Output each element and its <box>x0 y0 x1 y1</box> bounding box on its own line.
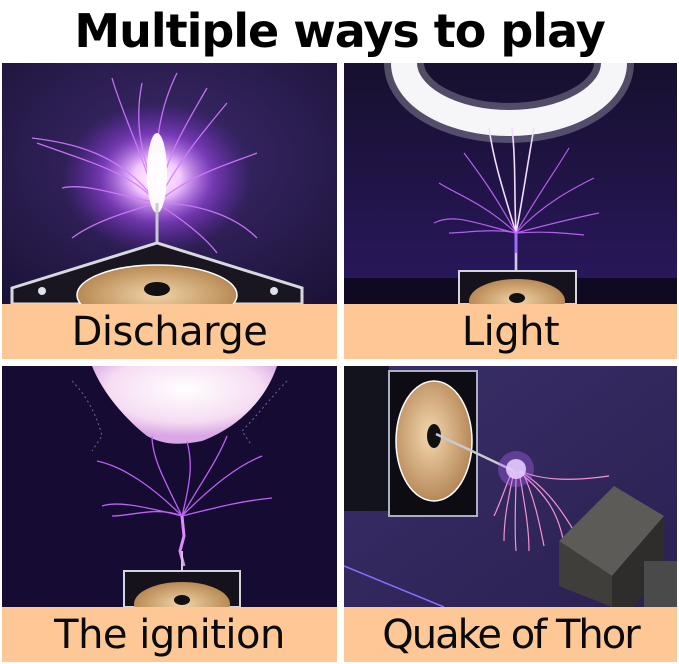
label-discharge: Discharge <box>71 308 268 355</box>
panel-thor: Quake of Thor <box>344 366 677 662</box>
panel-ignition: The ignition <box>2 366 337 662</box>
tesla-coil-light-illustration <box>344 63 677 304</box>
page-title: Multiple ways to play <box>74 4 605 58</box>
tesla-coil-thor-hammer-illustration <box>344 366 677 607</box>
panel-discharge: Discharge <box>2 63 337 359</box>
label-band-ignition: The ignition <box>2 607 337 662</box>
label-band-discharge: Discharge <box>2 304 337 359</box>
ignition-photo <box>2 366 337 607</box>
light-photo <box>344 63 677 304</box>
tesla-coil-discharge-illustration <box>2 63 337 304</box>
tesla-coil-ignition-illustration <box>2 366 337 607</box>
label-light: Light <box>461 308 560 355</box>
label-band-thor: Quake of Thor <box>344 607 677 662</box>
thor-photo <box>344 366 677 607</box>
panel-light: Light <box>344 63 677 359</box>
label-ignition: The ignition <box>54 611 285 658</box>
discharge-photo <box>2 63 337 304</box>
label-band-light: Light <box>344 304 677 359</box>
label-thor: Quake of Thor <box>382 611 640 658</box>
